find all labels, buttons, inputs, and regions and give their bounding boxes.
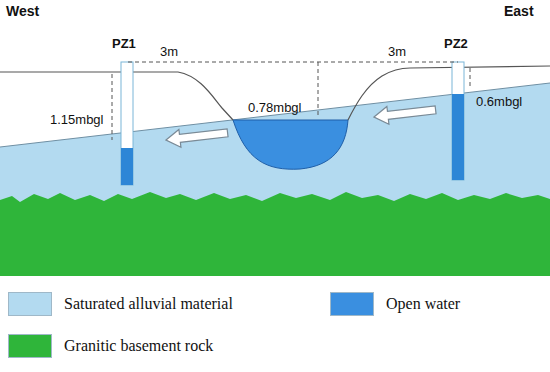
legend-swatch (330, 292, 374, 316)
flow-arrow (373, 101, 437, 126)
depth-label: 0.6mbgl (476, 94, 522, 110)
basement-rock (0, 192, 550, 276)
distance-label: 3m (160, 44, 178, 60)
piezometer-name: PZ1 (112, 36, 136, 52)
direction-label: East (504, 3, 534, 19)
direction-label: West (6, 3, 39, 19)
ground-surface (0, 66, 550, 120)
legend-text: Saturated alluvial material (64, 295, 233, 313)
piezometer-screen (121, 148, 133, 185)
piezometer-tube (121, 62, 133, 185)
stream (233, 120, 348, 169)
depth-label: 1.15mbgl (50, 112, 103, 128)
saturated-zone (0, 83, 550, 214)
measure-lines (112, 62, 470, 140)
piezometer-name: PZ2 (444, 36, 468, 52)
distance-label: 3m (388, 44, 406, 60)
depth-label: 0.78mbgl (248, 100, 301, 116)
legend-text: Open water (386, 295, 460, 313)
legend-swatch (8, 334, 52, 358)
piezometer-tube (452, 62, 464, 180)
legend-text: Granitic basement rock (64, 337, 213, 355)
legend-swatch (8, 292, 52, 316)
piezometer-screen (452, 94, 464, 180)
flow-arrow (165, 124, 229, 149)
